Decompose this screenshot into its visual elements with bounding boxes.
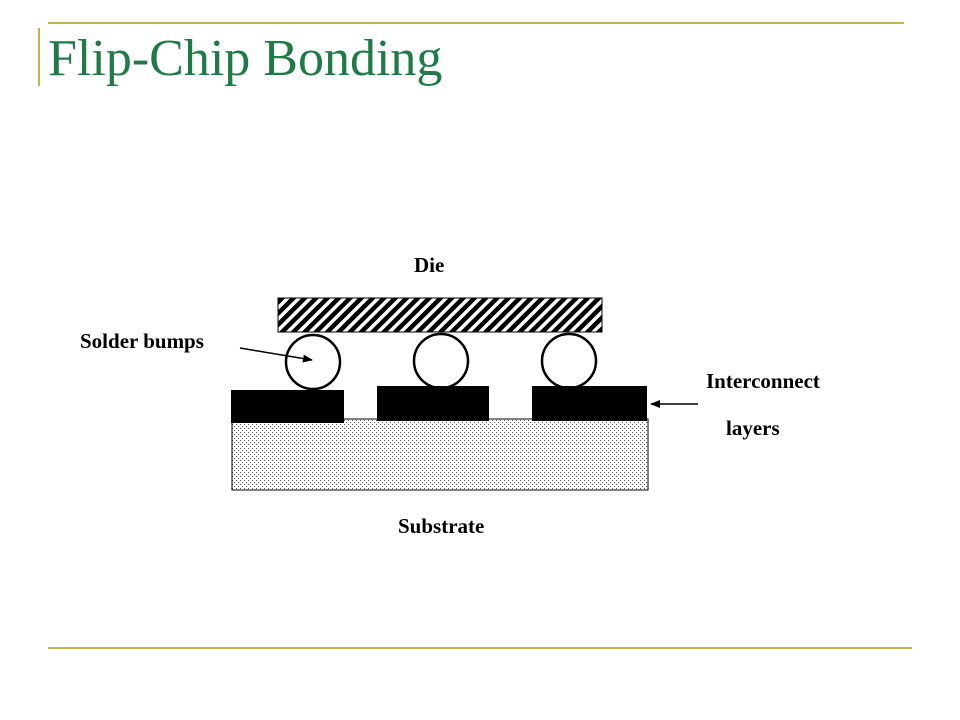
substrate-label: Substrate — [398, 514, 484, 538]
solder-bump — [412, 332, 470, 390]
interconnect-pad — [377, 386, 489, 421]
substrate — [231, 418, 649, 491]
die-label: Die — [414, 253, 444, 277]
interconnect-label-line2: layers — [726, 416, 780, 440]
top-rule — [48, 22, 904, 24]
interconnect-pad — [231, 390, 344, 423]
interconnect-pad — [532, 386, 647, 421]
solder-bump — [540, 332, 598, 390]
solder-bumps-arrow — [239, 347, 313, 363]
solder-bumps-label: Solder bumps — [80, 329, 204, 353]
solder-bump — [284, 333, 342, 391]
bottom-rule — [48, 647, 912, 649]
slide-title: Flip-Chip Bonding — [48, 30, 443, 87]
die — [277, 297, 603, 333]
interconnect-label-line1: Interconnect — [706, 369, 820, 393]
left-rule — [38, 28, 40, 86]
